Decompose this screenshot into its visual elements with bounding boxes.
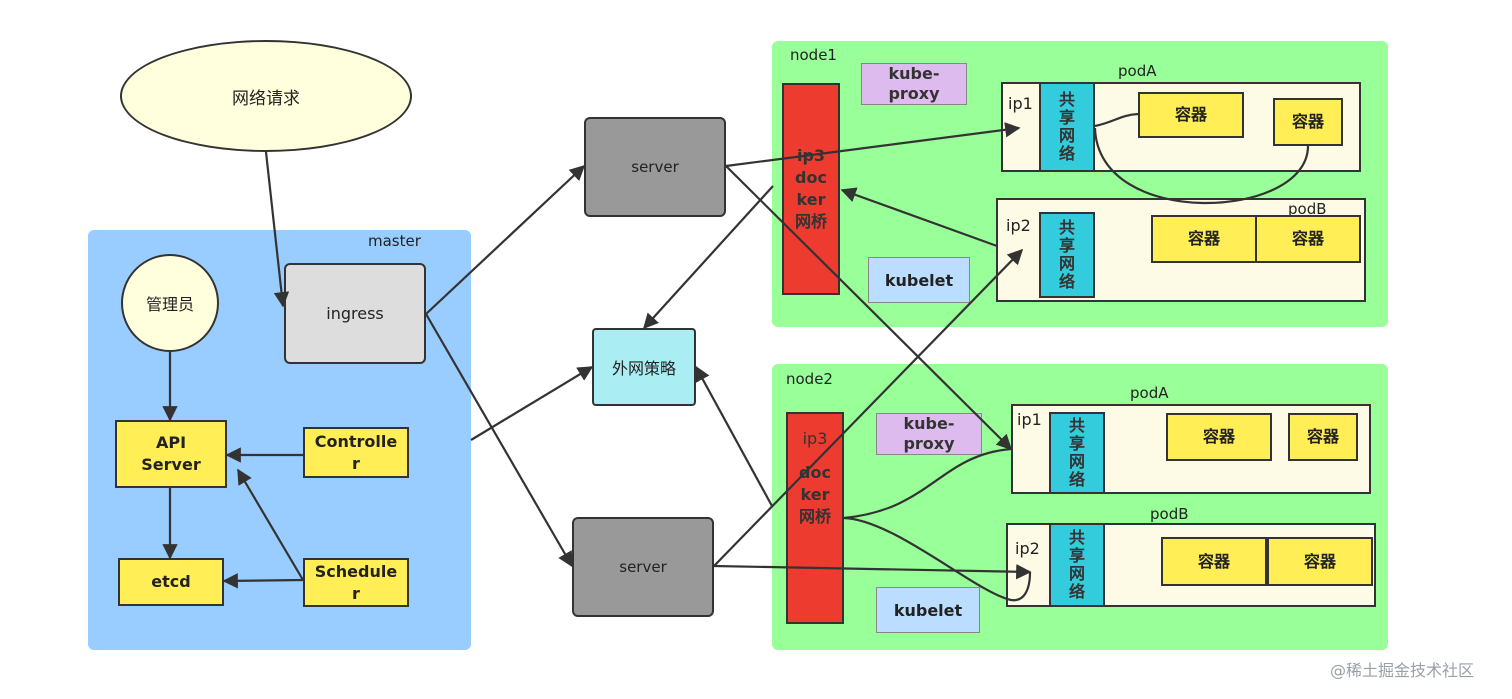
etcd-box: etcd: [118, 558, 224, 606]
node2-label: node2: [786, 370, 833, 388]
admin-label: 管理员: [145, 295, 194, 314]
node1-kube-proxy-box: kube-proxy: [861, 63, 967, 105]
server-top-label: server: [631, 158, 679, 176]
node2-pod-a-ip: ip1: [1017, 410, 1042, 429]
edge-node2-bridge-policy: [695, 365, 773, 507]
node1-pod-b-container-1: 容器: [1151, 215, 1257, 263]
node1-kubelet-label: kubelet: [884, 270, 954, 290]
external-policy-box: 外网策略: [592, 328, 696, 406]
node2-pod-a-container-2: 容器: [1288, 413, 1358, 461]
api-server-box: API Server: [115, 420, 227, 488]
node2-pod-b-ip: ip2: [1015, 539, 1040, 558]
node2-pod-a-container-1: 容器: [1166, 413, 1272, 461]
ingress-label: ingress: [326, 304, 384, 323]
master-label: master: [368, 232, 421, 250]
controller-box: Controller: [303, 427, 409, 478]
node2-pod-b-container-1-label: 容器: [1197, 551, 1230, 571]
node1-pod-a-container-1-label: 容器: [1174, 105, 1207, 124]
node2-kube-proxy-label: kube-proxy: [903, 414, 955, 453]
node1-pod-b-container-1-label: 容器: [1187, 229, 1220, 248]
node1-pod-b-container-2-label: 容器: [1291, 229, 1324, 248]
node1-kube-proxy-label: kube-proxy: [888, 64, 940, 103]
server-bottom-box: server: [572, 517, 714, 617]
controller-label: Controller: [314, 431, 398, 473]
node2-pod-b-container-1: 容器: [1161, 537, 1267, 586]
node2-pod-a-label: podA: [1130, 384, 1169, 402]
request-label: 网络请求: [232, 88, 300, 109]
node1-pod-a-share-box: 共享网络: [1039, 82, 1095, 172]
node1-bridge-label: ip3docker网桥: [794, 146, 827, 231]
node1-pod-b-container-2: 容器: [1255, 215, 1361, 263]
node1-pod-b-share-label: 共享网络: [1058, 218, 1075, 291]
node2-pod-a-container-1-label: 容器: [1202, 427, 1235, 446]
etcd-label: etcd: [151, 572, 191, 591]
node2-pod-b-label: podB: [1150, 505, 1189, 523]
node1-pod-b-share-box: 共享网络: [1039, 212, 1095, 298]
node1-pod-a-container-2: 容器: [1273, 98, 1343, 146]
node2-pod-a-share-box: 共享网络: [1049, 412, 1105, 494]
node2-pod-a-container-2-label: 容器: [1306, 427, 1339, 446]
watermark: @稀土掘金技术社区: [1330, 661, 1475, 680]
node2-pod-b-share-label: 共享网络: [1068, 528, 1085, 601]
node2-pod-a-share-label: 共享网络: [1068, 416, 1085, 489]
node1-pod-a-ip: ip1: [1008, 94, 1033, 113]
scheduler-label: Scheduler: [314, 561, 398, 603]
server-top-box: server: [584, 117, 726, 217]
ingress-box: ingress: [284, 263, 426, 364]
node2-kubelet-box: kubelet: [876, 587, 980, 633]
node1-pod-b-label: podB: [1288, 200, 1327, 218]
server-bottom-label: server: [619, 558, 667, 576]
node2-pod-b-container-2-label: 容器: [1303, 551, 1336, 571]
node1-bridge-box: ip3docker网桥: [782, 83, 840, 295]
scheduler-box: Scheduler: [303, 558, 409, 607]
node1-pod-a-label: podA: [1118, 62, 1157, 80]
node2-bridge-box: ip3 docker网桥: [786, 412, 844, 624]
request-oval: 网络请求: [120, 40, 412, 152]
admin-circle: 管理员: [121, 254, 219, 352]
node1-label: node1: [790, 46, 837, 64]
api-server-label: API Server: [141, 433, 201, 474]
node2-kubelet-label: kubelet: [893, 600, 963, 620]
node1-pod-b-ip: ip2: [1006, 216, 1031, 235]
node2-pod-b-container-2: 容器: [1267, 537, 1373, 586]
node2-pod-b-share-box: 共享网络: [1049, 523, 1105, 607]
node1-pod-a-container-1: 容器: [1138, 92, 1244, 138]
node2-kube-proxy-box: kube-proxy: [876, 413, 982, 455]
node2-bridge-ip-label: ip3: [802, 429, 828, 448]
node1-kubelet-box: kubelet: [868, 257, 970, 303]
edge-master-policy: [470, 366, 594, 441]
node1-pod-a-container-2-label: 容器: [1291, 112, 1324, 131]
node2-bridge-label: docker网桥: [798, 463, 831, 526]
external-policy-label: 外网策略: [611, 359, 676, 378]
node1-pod-a-share-label: 共享网络: [1058, 90, 1075, 163]
